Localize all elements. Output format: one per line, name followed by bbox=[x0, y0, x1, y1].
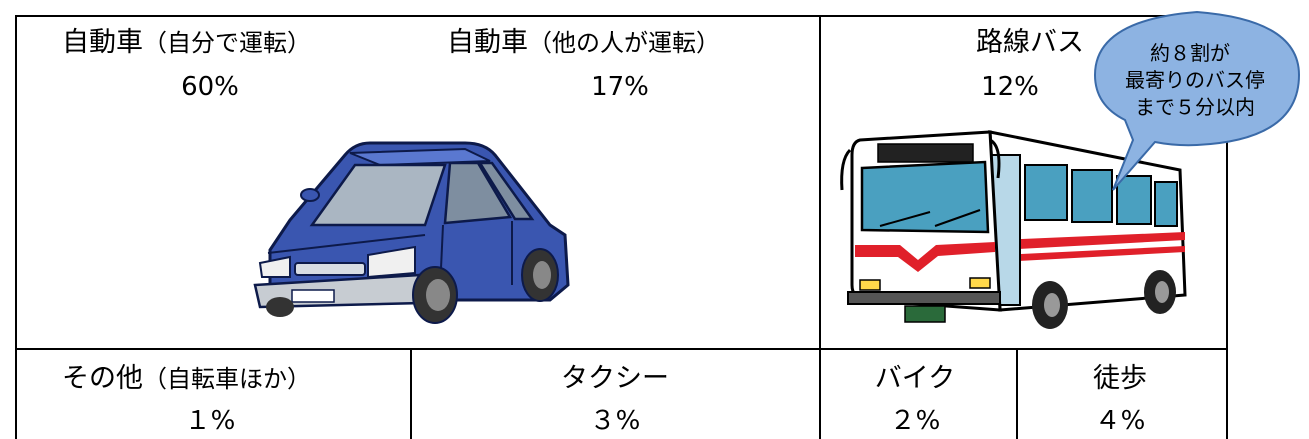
label-car-other: 自動車（他の人が運転） bbox=[447, 20, 720, 59]
annotation-bubble bbox=[1093, 10, 1301, 191]
annotation-line-3: まで５分以内 bbox=[1135, 95, 1255, 119]
divider-bottom-2 bbox=[819, 348, 821, 439]
car-icon bbox=[253, 141, 570, 324]
label-walk: 徒歩 bbox=[1093, 363, 1147, 394]
divider-top-main bbox=[819, 15, 821, 350]
percent-taxi: ３% bbox=[589, 406, 641, 436]
percent-bike: ２% bbox=[889, 406, 941, 436]
percent-car-self: 60% bbox=[181, 72, 239, 102]
label-car-self-name: 自動車 bbox=[62, 27, 143, 58]
label-other-note: （自転車ほか） bbox=[143, 365, 311, 393]
border-top bbox=[15, 15, 1228, 17]
percent-other: １% bbox=[184, 406, 236, 436]
annotation-line-2: 最寄りのバス停 bbox=[1125, 68, 1265, 92]
percent-walk: ４% bbox=[1094, 406, 1146, 436]
border-mid-horizontal bbox=[15, 348, 1228, 350]
annotation-line-1: 約８割が bbox=[1150, 41, 1230, 65]
label-car-self: 自動車（自分で運転） bbox=[62, 20, 311, 59]
border-left bbox=[15, 15, 17, 439]
label-bike: バイク bbox=[874, 363, 956, 394]
label-car-self-note: （自分で運転） bbox=[143, 29, 311, 57]
label-car-other-name: 自動車 bbox=[447, 27, 528, 58]
divider-bottom-3 bbox=[1016, 348, 1018, 439]
label-taxi: タクシー bbox=[561, 363, 669, 394]
divider-bottom-1 bbox=[410, 348, 412, 439]
label-bus: 路線バス bbox=[976, 27, 1084, 58]
border-right bbox=[1226, 15, 1228, 439]
label-car-other-note: （他の人が運転） bbox=[528, 29, 720, 57]
label-other-name: その他 bbox=[62, 363, 143, 394]
label-other: その他（自転車ほか） bbox=[62, 356, 311, 395]
percent-car-other: 17% bbox=[591, 72, 649, 102]
percent-bus: 12% bbox=[981, 72, 1039, 102]
bus-icon bbox=[840, 130, 1187, 329]
